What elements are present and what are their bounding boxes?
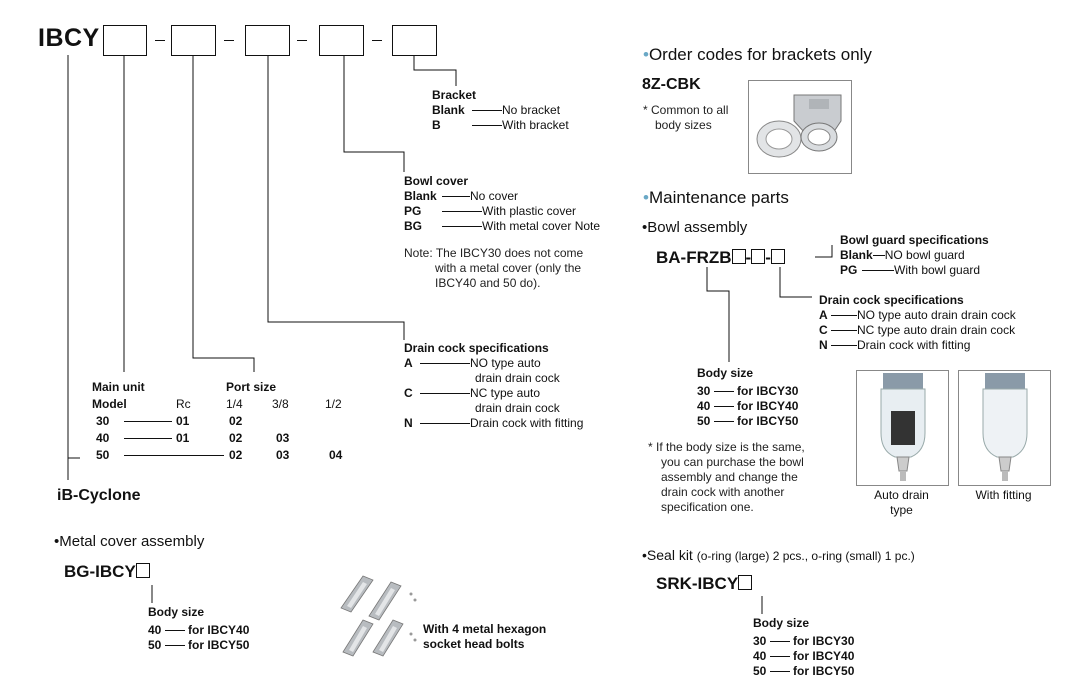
separator-dash xyxy=(372,40,382,41)
col-3-8: 3/8 xyxy=(272,397,289,411)
body-size-row: 50 for IBCY50 xyxy=(148,638,250,652)
brackets-only-code: 8Z-CBK xyxy=(642,76,701,93)
maint-body-size: Body size 30 for IBCY30 40 for IBCY40 50… xyxy=(697,366,799,428)
col-1-4: 1/4 xyxy=(226,397,243,411)
brackets-only-note: * Common to all body sizes xyxy=(643,103,729,132)
drain-cock-code-box xyxy=(245,25,290,56)
auto-drain-photo xyxy=(856,370,949,486)
series-name: iB-Cyclone xyxy=(57,487,141,504)
separator-dash xyxy=(224,40,234,41)
body-size-row: 40 for IBCY40 xyxy=(753,649,855,663)
bowl-cover-note: Note: The IBCY30 does not come with a me… xyxy=(404,246,584,290)
separator-dash xyxy=(297,40,307,41)
model-prefix: IBCY xyxy=(38,24,100,52)
bowl-auto-drain-image xyxy=(880,373,926,481)
table-row: 30 xyxy=(96,414,110,428)
table-row: 50 xyxy=(96,448,110,462)
metal-cover-title: •Metal cover assembly xyxy=(54,533,205,550)
body-size-row: 30 for IBCY30 xyxy=(697,384,799,398)
bowl-assembly-title: •Bowl assembly xyxy=(642,219,748,236)
bowl-assembly-code: BA-FRZB-- xyxy=(656,248,785,268)
note-label: Note: xyxy=(404,246,433,260)
main-unit-code-box xyxy=(103,25,147,56)
main-unit-heading: Main unit xyxy=(92,380,145,394)
bowl-with-fitting-image xyxy=(982,373,1028,481)
maint-note: * If the body size is the same, you can … xyxy=(648,440,805,514)
metal-cover-image xyxy=(340,575,417,657)
auto-drain-caption: Auto drain type xyxy=(874,488,929,517)
bracket-code-box xyxy=(392,25,437,56)
body-size-row: 30 for IBCY30 xyxy=(753,634,855,648)
col-model: Model xyxy=(92,397,127,411)
body-size-row: 50 for IBCY50 xyxy=(753,664,855,678)
body-size-row: 40 for IBCY40 xyxy=(697,399,799,413)
bracket-heading: Bracket xyxy=(432,88,477,102)
separator-dash xyxy=(155,40,165,41)
col-1-2: 1/2 xyxy=(325,397,342,411)
brackets-only-title: •Order codes for brackets only xyxy=(643,45,872,64)
code-placeholder-box xyxy=(135,563,150,578)
with-fitting-photo xyxy=(958,370,1051,486)
bowl-cover-heading: Bowl cover xyxy=(404,174,469,188)
seal-kit-body-size: Body size 30 for IBCY30 40 for IBCY40 50… xyxy=(753,616,855,678)
port-size-heading: Port size xyxy=(226,380,277,394)
bracket-image xyxy=(756,94,842,158)
bowl-cover-code-box xyxy=(319,25,364,56)
col-rc: Rc xyxy=(176,397,191,411)
metal-cover-body-size: Body size 40 for IBCY40 50 for IBCY50 xyxy=(148,605,250,652)
body-size-row: 50 for IBCY50 xyxy=(697,414,799,428)
with-fitting-caption: With fitting xyxy=(975,488,1032,502)
metal-cover-code: BG-IBCY xyxy=(64,562,150,582)
bracket-photo xyxy=(748,80,852,174)
drain-cock-heading: Drain cock specifications xyxy=(404,341,549,355)
seal-kit-title: •Seal kit (o-ring (large) 2 pcs., o-ring… xyxy=(642,547,915,563)
port-size-code-box xyxy=(171,25,216,56)
table-row: 40 xyxy=(96,431,110,445)
seal-kit-code: SRK-IBCY xyxy=(656,574,753,594)
body-size-row: 40 for IBCY40 xyxy=(148,623,250,637)
maintenance-title: •Maintenance parts xyxy=(643,188,789,207)
bolts-note: With 4 metal hexagon socket head bolts xyxy=(423,622,547,651)
